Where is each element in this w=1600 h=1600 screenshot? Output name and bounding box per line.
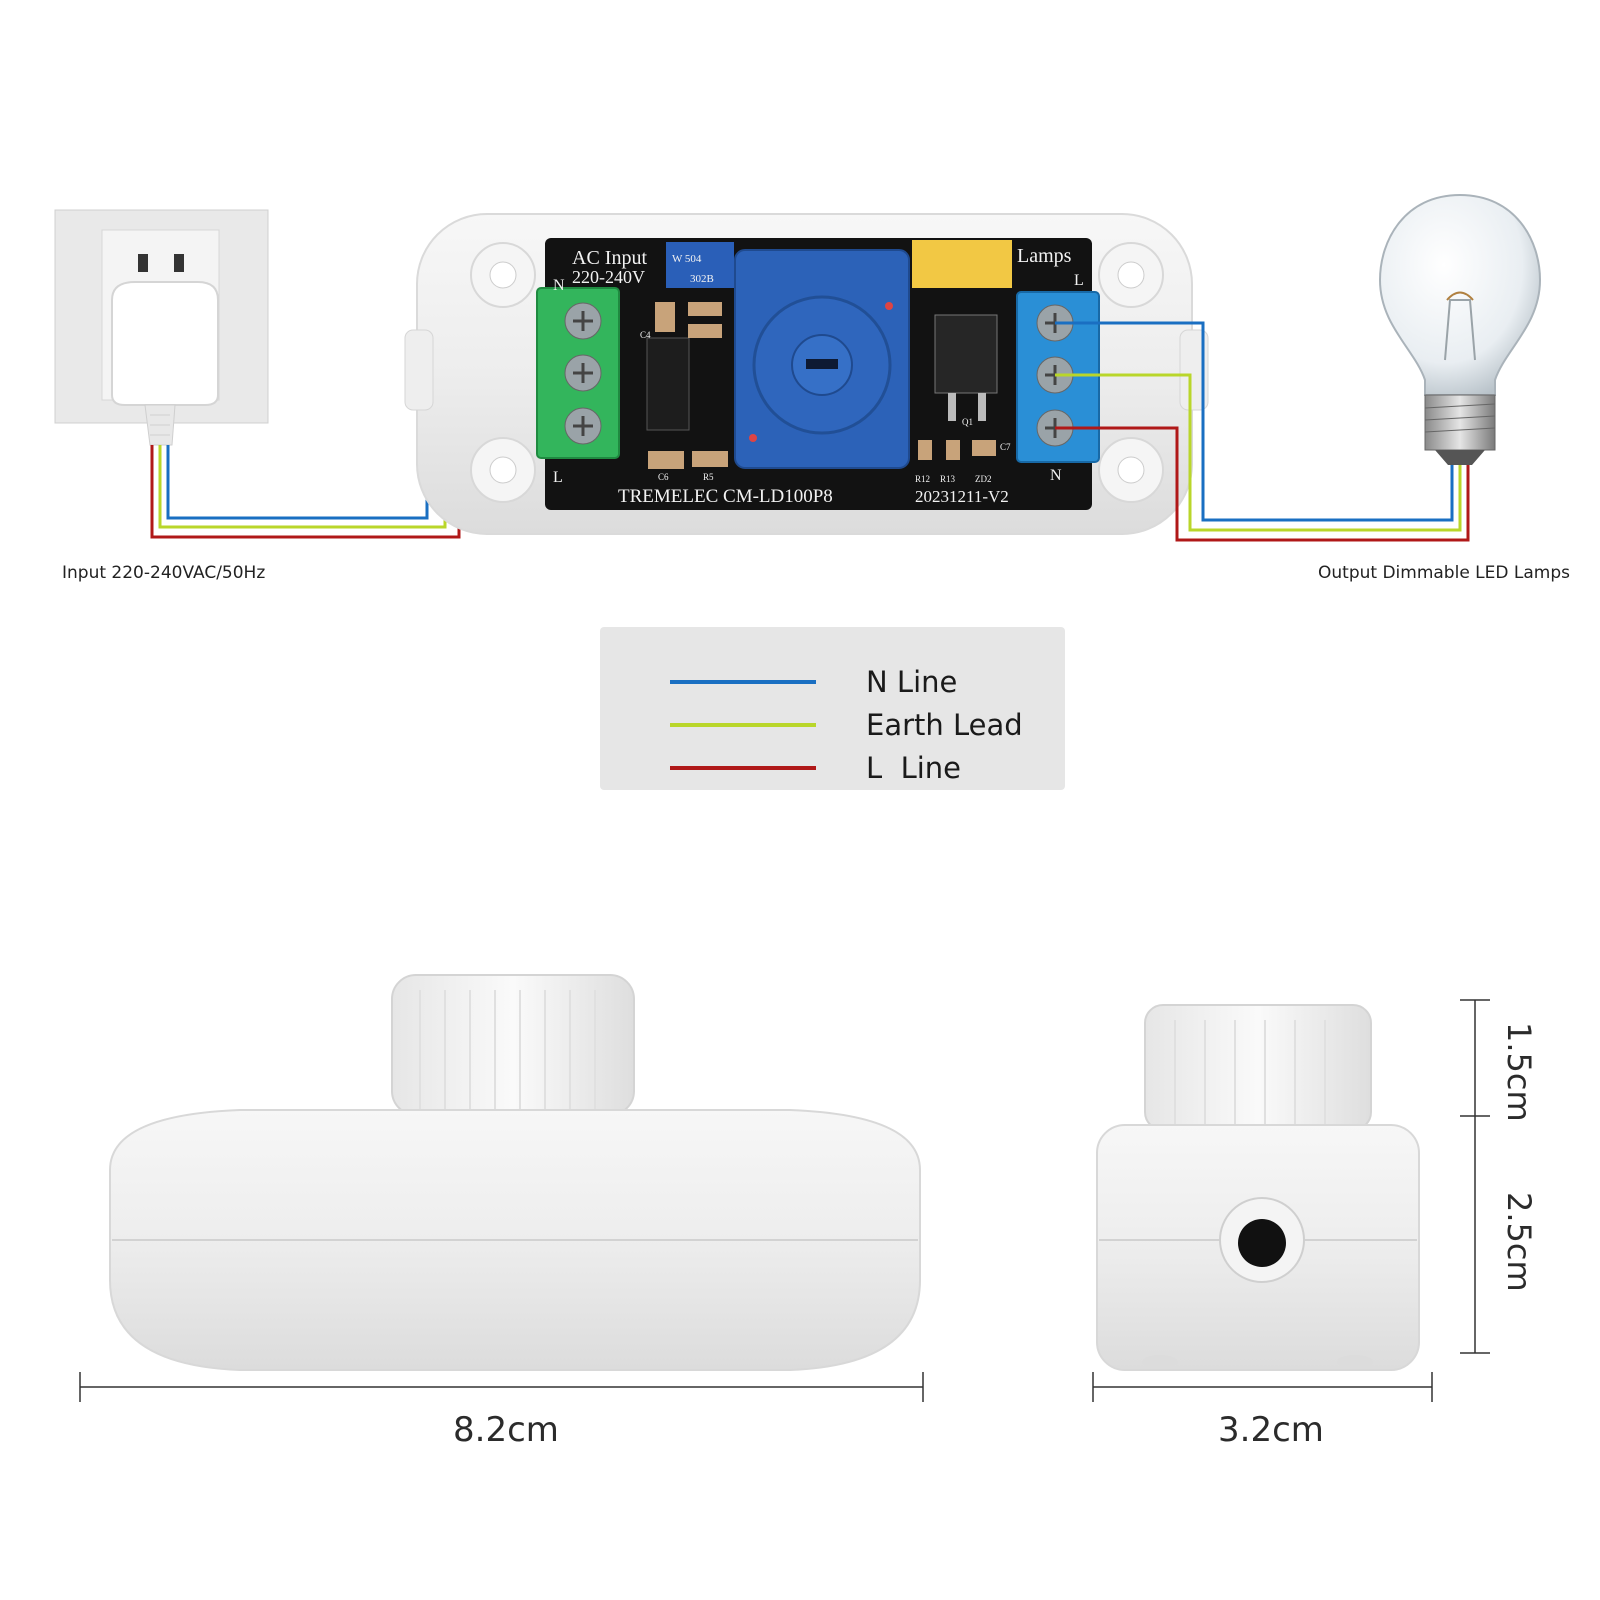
input-caption: Input 220-240VAC/50Hz: [62, 563, 266, 583]
terminal-n-left-label: N: [553, 277, 565, 294]
legend-row-earth: Earth Lead: [600, 705, 1065, 745]
legend-swatch-n: [670, 680, 816, 684]
potentiometer: [734, 249, 910, 469]
c7-label: C7: [1000, 442, 1011, 452]
product-side-view: [109, 974, 921, 1371]
ac-input-label: AC Input: [572, 247, 647, 269]
q1-label: Q1: [962, 417, 973, 427]
c4-label: C4: [640, 330, 651, 340]
version-label: 20231211-V2: [915, 487, 1009, 506]
output-caption: Output Dimmable LED Lamps: [1318, 563, 1570, 583]
r13-label: R13: [940, 474, 956, 484]
legend-row-l: L Line: [600, 748, 1065, 788]
knob-height-dimension-label: 1.5cm: [1500, 1022, 1538, 1122]
output-earth-wire: [1055, 373, 1462, 532]
output-wires: [1055, 321, 1470, 542]
legend-label-earth: Earth Lead: [866, 708, 1023, 742]
terminal-n-right-label: N: [1050, 467, 1062, 484]
brand-model-label: TREMELEC CM-LD100P8: [618, 486, 833, 507]
lamps-label: Lamps: [1017, 245, 1072, 267]
length-dimension-label: 8.2cm: [453, 1410, 559, 1450]
r5-label: R5: [703, 472, 714, 482]
width-dimension-label: 3.2cm: [1218, 1410, 1324, 1450]
output-terminal-block: [1016, 291, 1100, 463]
dimmer-knob: [391, 974, 635, 1116]
wire-legend: N Line Earth Lead L Line: [600, 627, 1065, 790]
product-end-view: [1096, 1004, 1420, 1371]
output-n-wire: [1055, 321, 1454, 522]
pot-marking-2: 302B: [690, 273, 714, 285]
light-bulb-icon: [1378, 193, 1542, 465]
input-terminal-block: [536, 287, 620, 459]
body-height-dimension-label: 2.5cm: [1500, 1192, 1538, 1292]
output-l-wire: [1055, 426, 1470, 542]
legend-label-l: L Line: [866, 751, 962, 785]
wall-socket: [54, 209, 269, 446]
zd2-label: ZD2: [975, 474, 992, 484]
transistor-q1: [934, 314, 998, 394]
yellow-capacitor: [912, 240, 1012, 288]
legend-swatch-earth: [670, 723, 816, 727]
legend-swatch-l: [670, 766, 816, 770]
voltage-label: 220-240V: [572, 267, 645, 287]
end-view-knob: [1144, 1004, 1372, 1131]
c6-label: C6: [658, 472, 669, 482]
pot-marking: W 504: [672, 253, 702, 265]
terminal-l-left-label: L: [553, 469, 563, 486]
dimension-lines: [79, 999, 1490, 1402]
ic-chip: [646, 337, 690, 431]
r12-label: R12: [915, 474, 930, 484]
legend-label-n: N Line: [866, 665, 958, 699]
terminal-l-right-label: L: [1074, 272, 1084, 289]
pcb-board: AC Input 220-240V Lamps TREMELEC CM-LD10…: [536, 238, 1100, 510]
legend-row-n: N Line: [600, 662, 1065, 702]
trimmer-component: [666, 242, 734, 288]
